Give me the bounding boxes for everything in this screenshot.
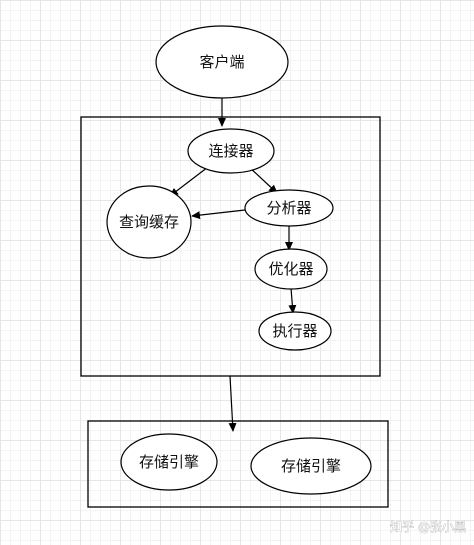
optimizer-node: 优化器 <box>254 248 328 290</box>
connector-label: 连接器 <box>208 142 253 160</box>
storage-engine-label-2: 存储引擎 <box>281 457 341 475</box>
client-label: 客户端 <box>199 53 244 71</box>
edge-analyzer-to-query-cache <box>191 209 246 220</box>
storage-engine-label-1: 存储引擎 <box>139 453 199 471</box>
connector-node: 连接器 <box>187 128 275 174</box>
analyzer-label: 分析器 <box>266 199 311 217</box>
edge-server-to-storage <box>228 375 237 432</box>
analyzer-node: 分析器 <box>244 189 334 227</box>
edge-connector-to-query-cache <box>169 166 209 197</box>
watermark-text: 知乎 @张小黑 <box>390 520 466 534</box>
storage-layer-box <box>87 420 389 508</box>
executor-node: 执行器 <box>258 311 332 351</box>
storage-engine-node-1: 存储引擎 <box>120 433 218 491</box>
executor-label: 执行器 <box>272 322 317 340</box>
query-cache-label: 查询缓存 <box>119 213 179 231</box>
optimizer-label: 优化器 <box>268 260 313 278</box>
edge-optimizer-to-executor <box>288 287 297 314</box>
storage-engine-node-2: 存储引擎 <box>250 437 372 495</box>
client-node: 客户端 <box>155 25 289 99</box>
query-cache-node: 查询缓存 <box>106 185 192 259</box>
